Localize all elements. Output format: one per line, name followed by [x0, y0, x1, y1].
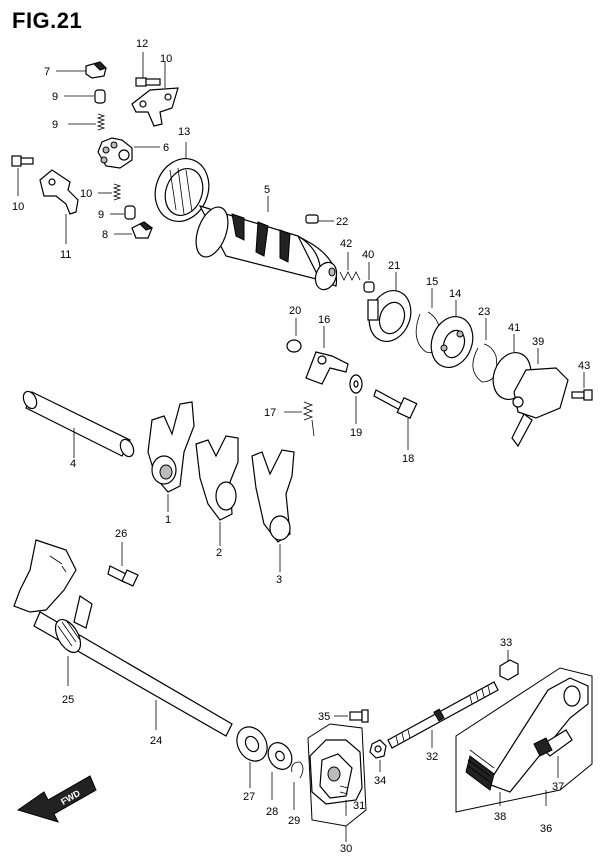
- fork-1-drawing: [147, 401, 195, 512]
- bearing-16-drawing: [430, 300, 474, 368]
- stopper-7-drawing: [56, 61, 107, 79]
- stopper-8-drawing: [114, 221, 154, 239]
- part-label: 9: [52, 119, 58, 131]
- fork-2-drawing: [195, 435, 239, 546]
- circlip-31-drawing: [291, 761, 304, 810]
- part-label: 15: [426, 276, 438, 288]
- part-label: 7: [44, 66, 50, 78]
- bearing-15-drawing: [154, 142, 210, 222]
- part-label: 9: [52, 91, 58, 103]
- part-label: 26: [115, 528, 127, 540]
- spring-44-drawing: [339, 252, 361, 281]
- part-label: 32: [426, 751, 438, 763]
- part-label: 19: [350, 427, 362, 439]
- part-label: 41: [508, 322, 520, 334]
- part-label: 38: [494, 811, 506, 823]
- part-label: 42: [340, 238, 352, 250]
- part-label: 25: [62, 694, 74, 706]
- screw-12-drawing: [11, 155, 34, 196]
- screw-45-drawing: [571, 372, 593, 401]
- oring-22-drawing: [286, 318, 302, 353]
- part-label: 6: [163, 142, 169, 154]
- sensor-41-drawing: [511, 348, 569, 448]
- part-label: 34: [374, 775, 386, 787]
- part-label: 17: [264, 407, 276, 419]
- part-label: 24: [150, 735, 162, 747]
- part-number-labels: 12 10 7 9 10 9 13 6 10 10 10 9 8 11 5 22…: [12, 38, 590, 855]
- cam-6-drawing: [97, 137, 160, 169]
- part-label: 35: [318, 711, 330, 723]
- pin-9-lower-drawing: [110, 205, 136, 220]
- part-label: 37: [552, 781, 564, 793]
- part-label: 10: [80, 188, 92, 200]
- part-label: 9: [98, 209, 104, 221]
- pin-9-upper-drawing: [64, 89, 106, 104]
- group-box-32: [307, 723, 367, 827]
- rod-34-drawing: [387, 681, 499, 749]
- housing-23-drawing: [367, 272, 412, 342]
- group-box-38: [455, 667, 593, 813]
- part-label: 21: [388, 260, 400, 272]
- part-label: 28: [266, 806, 278, 818]
- fork-3-drawing: [251, 449, 295, 572]
- forward-direction-arrow: FWD: [16, 775, 97, 823]
- plate-13-drawing: [39, 169, 79, 244]
- part-label: 13: [178, 126, 190, 138]
- part-label: 4: [70, 458, 76, 470]
- part-label: 29: [288, 815, 300, 827]
- part-label: 5: [264, 184, 270, 196]
- washer-21-drawing: [349, 374, 363, 424]
- oil-seal-29-drawing: [236, 726, 268, 788]
- cam-33-drawing: [309, 739, 363, 816]
- part-label: 10: [160, 53, 172, 65]
- part-label: 12: [136, 38, 148, 50]
- part-label: 23: [478, 306, 490, 318]
- part-label: 11: [60, 249, 71, 261]
- part-label: 14: [449, 288, 461, 300]
- lever-40-drawing: [465, 677, 589, 806]
- part-label: 30: [340, 843, 352, 855]
- bolt-28-drawing: [107, 542, 139, 587]
- spring-10-upper-drawing: [68, 113, 106, 131]
- fork-shaft-4-drawing: [22, 390, 135, 458]
- part-label: 16: [318, 314, 330, 326]
- part-label: 8: [102, 229, 108, 241]
- pin-42-drawing: [363, 262, 375, 293]
- figure-title: FIG.21: [12, 8, 83, 33]
- bolt-20-drawing: [373, 389, 418, 450]
- bolt-39-drawing: [533, 729, 573, 778]
- part-label: 3: [276, 574, 282, 586]
- bolt-37-drawing: [334, 709, 369, 723]
- part-label: 10: [12, 201, 24, 213]
- part-label: 1: [165, 514, 171, 526]
- circlip-25-drawing: [472, 318, 498, 383]
- nut-35-drawing: [499, 650, 519, 681]
- part-label: 22: [336, 216, 348, 228]
- spring-19-drawing: [284, 401, 315, 437]
- gearshift-shaft-26-drawing: [13, 539, 233, 737]
- part-label: 20: [289, 305, 301, 317]
- spring-10-lower-drawing: [98, 183, 122, 201]
- part-label: 39: [532, 336, 544, 348]
- part-label: 2: [216, 547, 222, 559]
- part-label: 31: [353, 800, 365, 812]
- cam-drum-5-drawing: [195, 196, 338, 291]
- nut-36-drawing: [369, 739, 387, 772]
- part-label: 33: [500, 637, 512, 649]
- pin-24-drawing: [305, 214, 334, 224]
- part-label: 36: [540, 823, 552, 835]
- part-label: 18: [402, 453, 414, 465]
- washer-30-drawing: [267, 742, 293, 800]
- plate-11-drawing: [131, 62, 179, 127]
- lever-18-drawing: [305, 326, 349, 385]
- part-label: 40: [362, 249, 374, 261]
- bolt-14-drawing: [135, 52, 161, 87]
- part-label: 27: [243, 791, 255, 803]
- part-label: 43: [578, 360, 590, 372]
